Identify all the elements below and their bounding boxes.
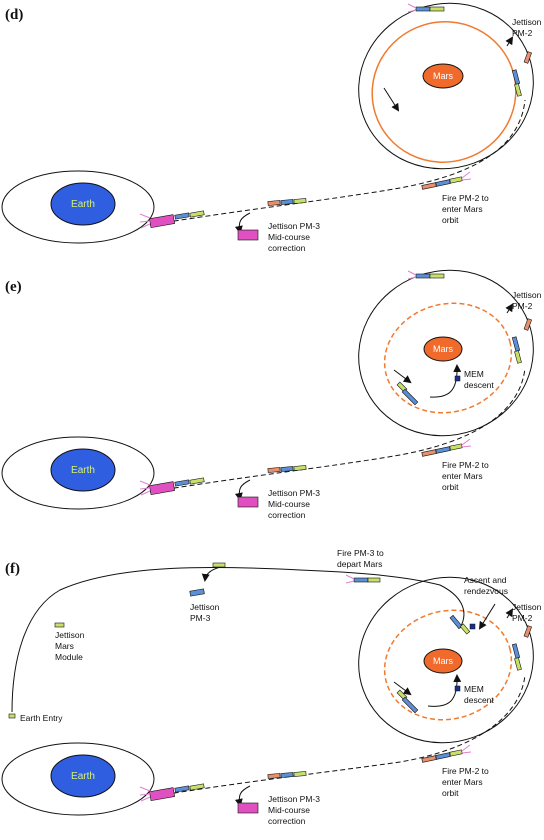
panel-label: (d) [5, 7, 23, 23]
jettisoned-pm3 [237, 802, 259, 814]
mars-label: Mars [433, 71, 453, 81]
spacecraft-orbit-top [407, 270, 445, 280]
mars-body [423, 336, 463, 362]
mars-body [423, 648, 463, 674]
mars-orbit-circular [383, 609, 513, 721]
spacecraft-departure [139, 477, 205, 496]
jettison-arrow-icon [201, 565, 226, 582]
jettisoned-pm3 [237, 229, 259, 241]
mars-orbit-circular [383, 302, 513, 414]
jettison-arrow-icon [234, 212, 251, 234]
return-trajectory [11, 566, 441, 713]
spacecraft-departure [139, 783, 205, 802]
ascent-vehicle [469, 623, 476, 630]
earth-orbit [1, 436, 155, 510]
transfer-trajectory [149, 674, 526, 798]
spacecraft-mars-arrival [421, 438, 472, 457]
earth-body [50, 182, 116, 226]
return-vehicle [212, 562, 226, 568]
panel-label: (f) [5, 561, 20, 577]
panel-label: (e) [5, 279, 22, 295]
earth-body [50, 448, 116, 492]
mars-label: Mars [433, 656, 453, 666]
earth-label: Earth [71, 771, 95, 782]
spacecraft-midcourse [267, 771, 307, 779]
spacecraft-midcourse [267, 198, 307, 206]
spacecraft-mars-departure [345, 574, 381, 584]
jettisoned-pm2 [523, 51, 532, 64]
transfer-trajectory [149, 99, 526, 226]
jettison-arrow-icon [234, 479, 251, 501]
panel-d: (d) Earth Mars [1, 2, 542, 253]
mars-orbit [371, 21, 517, 163]
spacecraft-departure [139, 210, 205, 229]
transfer-trajectory [149, 367, 526, 493]
spacecraft-rendezvous [449, 614, 471, 635]
jettisoned-pm3 [237, 496, 259, 508]
spacecraft-midcourse [267, 465, 307, 473]
spacecraft-in-mars-orbit [396, 689, 419, 714]
mem-descent-arrow-icon [427, 674, 462, 707]
orbit-arrow-icon [505, 36, 514, 47]
jettisoned-pm2 [523, 318, 532, 331]
mem-lander [454, 375, 461, 382]
ascent-arrow-icon [478, 603, 496, 630]
earth-body [50, 754, 116, 798]
spacecraft-mars-arrival [421, 744, 472, 763]
earth-orbit [1, 170, 155, 244]
jettisoned-mars-module [54, 622, 65, 628]
mem-lander [454, 685, 461, 692]
orbit-arrow-icon [505, 303, 514, 314]
mars-body [422, 63, 464, 89]
earth-label: Earth [71, 199, 95, 210]
spacecraft-orbit-right [511, 69, 522, 97]
orbit-arrow-icon [393, 369, 412, 384]
orbit-arrow-icon [505, 608, 514, 619]
jettisoned-pm2 [523, 625, 532, 638]
earth-orbit [1, 742, 155, 816]
spacecraft-orbit-right [511, 643, 522, 671]
spacecraft-in-mars-orbit [396, 381, 419, 406]
earth-label: Earth [71, 465, 95, 476]
earth-entry-capsule [8, 713, 16, 719]
departure-path [439, 584, 465, 629]
mars-label: Mars [433, 344, 453, 354]
jettison-arrow-icon [234, 785, 251, 807]
panel-f: (f) Earth Mars [1, 548, 542, 826]
orbit-arrow-icon [393, 681, 412, 696]
jettisoned-pm3-return [189, 588, 205, 597]
spacecraft-mars-arrival [421, 171, 472, 190]
panel-e: (e) Earth Mars [1, 269, 542, 520]
orbit-arrow-icon [383, 87, 400, 112]
spacecraft-orbit-top [407, 3, 445, 13]
mem-descent-arrow-icon [429, 364, 462, 398]
spacecraft-orbit-right [511, 336, 522, 364]
label-earth-entry: Earth Entry [20, 713, 63, 723]
